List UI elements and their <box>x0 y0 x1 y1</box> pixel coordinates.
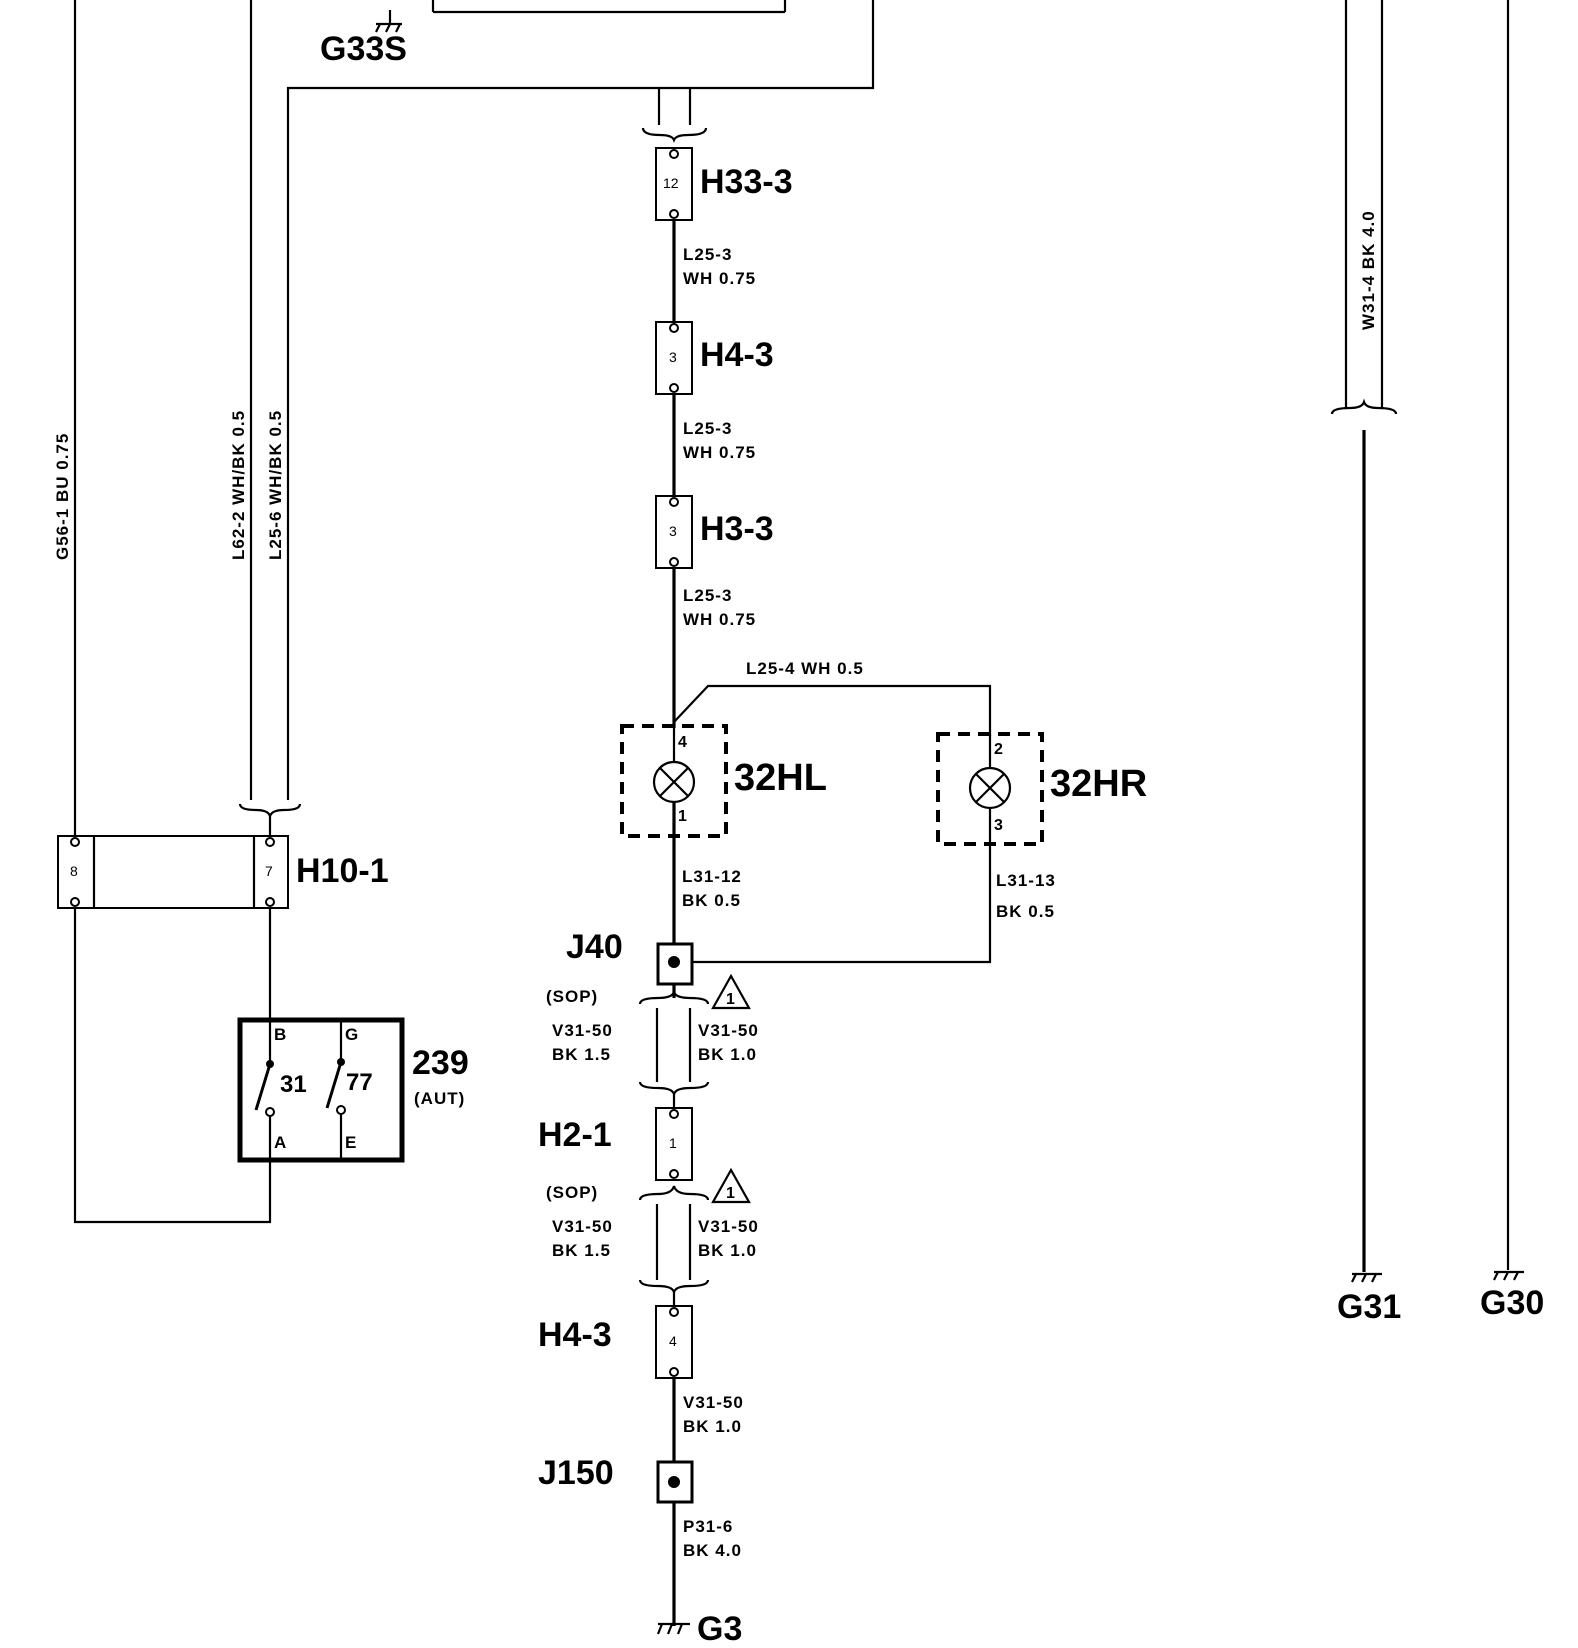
wire-l31-13 <box>674 808 992 964</box>
connector-label-h33-3: H33-3 <box>700 163 793 201</box>
pin-h10-1-8: 8 <box>70 863 78 879</box>
wire-l25-4 <box>673 684 992 736</box>
wire-label-w31-4: W31-4 BK 4.0 <box>1359 210 1378 330</box>
connector-label-h4-3-lower: H4-3 <box>538 1316 612 1354</box>
splice-label-j40: J40 <box>566 928 623 966</box>
pin-h10-1-7: 7 <box>265 863 273 879</box>
switch-contact-77: 77 <box>346 1069 373 1096</box>
connector-label-h4-3-upper: H4-3 <box>700 336 774 374</box>
switch-contact-77-icon <box>325 1058 346 1115</box>
wire-id-v31-50-left-b: V31-50 <box>552 1217 613 1236</box>
wire-l25-6 <box>286 0 875 800</box>
wire-spec-v31-50-left-a: BK 1.5 <box>552 1045 611 1064</box>
wire-spec-l31-13: BK 0.5 <box>996 902 1055 921</box>
switch-pin-a: A <box>274 1133 287 1152</box>
switch-pin-g: G <box>345 1025 359 1044</box>
ground-g33s <box>375 10 402 33</box>
connector-label-h2-1: H2-1 <box>538 1116 612 1154</box>
wire-spec-l25-3-b: WH 0.75 <box>683 443 756 462</box>
wire-label-l25-6: L25-6 WH/BK 0.5 <box>266 410 285 560</box>
pin-h3-3: 3 <box>669 523 677 539</box>
wire-spec-l25-3-c: WH 0.75 <box>683 610 756 629</box>
wire-spec-l31-12: BK 0.5 <box>682 891 741 910</box>
wire-label-l62-2: L62-2 WH/BK 0.5 <box>229 410 248 560</box>
ground-label-g30: G30 <box>1480 1284 1544 1322</box>
pin-32hl-4: 4 <box>678 734 687 751</box>
switch-239 <box>237 1017 405 1163</box>
pin-32hl-1: 1 <box>678 808 687 825</box>
note-sop-2: (SOP) <box>546 1183 598 1202</box>
warning-number-1: 1 <box>726 991 735 1008</box>
ground-label-g3: G3 <box>697 1610 742 1648</box>
wire-id-v31-50-right-b: V31-50 <box>698 1217 759 1236</box>
wire-spec-p31-6: BK 4.0 <box>683 1541 742 1560</box>
wire-id-l31-12: L31-12 <box>682 867 742 886</box>
pin-32hr-3: 3 <box>994 817 1003 834</box>
connector-h4-3-upper <box>655 321 693 395</box>
pin-h2-1: 1 <box>669 1135 677 1151</box>
splice-label-j150: J150 <box>538 1454 614 1492</box>
pin-h4-3-lower: 4 <box>669 1333 677 1349</box>
connector-label-h3-3: H3-3 <box>700 510 774 548</box>
wire-spec-v31-50-left-b: BK 1.5 <box>552 1241 611 1260</box>
lamp-32hr-icon <box>968 766 1012 810</box>
wire-spec-v31-50-right-b: BK 1.0 <box>698 1241 757 1260</box>
wire-id-p31-6: P31-6 <box>683 1517 733 1536</box>
wire-spec-v31-50-c: BK 1.0 <box>683 1417 742 1436</box>
wire-id-l25-3-c: L25-3 <box>683 586 732 605</box>
connector-h2-1 <box>655 1107 693 1181</box>
switch-label-239: 239 <box>412 1044 469 1082</box>
pin-32hr-2: 2 <box>994 741 1003 758</box>
lamp-label-32hl: 32HL <box>734 757 827 799</box>
wire-spec-v31-50-right-a: BK 1.0 <box>698 1045 757 1064</box>
wire-label-l25-4: L25-4 WH 0.5 <box>746 659 864 678</box>
ground-g30 <box>1493 1270 1524 1281</box>
ground-g31 <box>1351 1272 1382 1283</box>
switch-pin-e: E <box>345 1133 357 1152</box>
wire-id-l25-3-b: L25-3 <box>683 419 732 438</box>
warning-icon <box>711 1167 751 1204</box>
harness-brace <box>641 127 708 143</box>
pin-h4-3-upper: 3 <box>669 349 677 365</box>
connector-h33-3 <box>655 147 693 221</box>
switch-pin-b: B <box>274 1025 287 1044</box>
pin-h33-3: 12 <box>663 175 679 191</box>
note-sop-1: (SOP) <box>546 987 598 1006</box>
wire-id-v31-50-right-a: V31-50 <box>698 1021 759 1040</box>
ground-label-g33s: G33S <box>320 30 407 68</box>
ground-g3 <box>656 1622 690 1635</box>
wire-spec-l25-3-a: WH 0.75 <box>683 269 756 288</box>
wire-ground-return <box>73 908 272 1224</box>
splice-j150 <box>656 1460 694 1504</box>
switch-contact-31: 31 <box>280 1071 307 1098</box>
lamp-label-32hr: 32HR <box>1050 763 1147 805</box>
ground-label-g31: G31 <box>1337 1288 1401 1326</box>
connector-h4-3-lower <box>655 1305 693 1379</box>
splice-j40 <box>656 942 694 986</box>
wire-id-l25-3-a: L25-3 <box>683 245 732 264</box>
connector-label-h10-1: H10-1 <box>296 852 389 890</box>
wire-id-l31-13: L31-13 <box>996 871 1056 890</box>
lamp-32hl-icon <box>652 760 696 804</box>
wire-id-v31-50-left-a: V31-50 <box>552 1021 613 1040</box>
warning-icon <box>711 973 751 1010</box>
wire-id-v31-50-c: V31-50 <box>683 1393 744 1412</box>
switch-sub-label: (AUT) <box>414 1089 465 1108</box>
wire-label-g56-1: G56-1 BU 0.75 <box>53 433 72 560</box>
warning-number-2: 1 <box>726 1185 735 1202</box>
connector-h10-1 <box>57 835 289 909</box>
switch-contact-31-icon <box>254 1060 275 1117</box>
